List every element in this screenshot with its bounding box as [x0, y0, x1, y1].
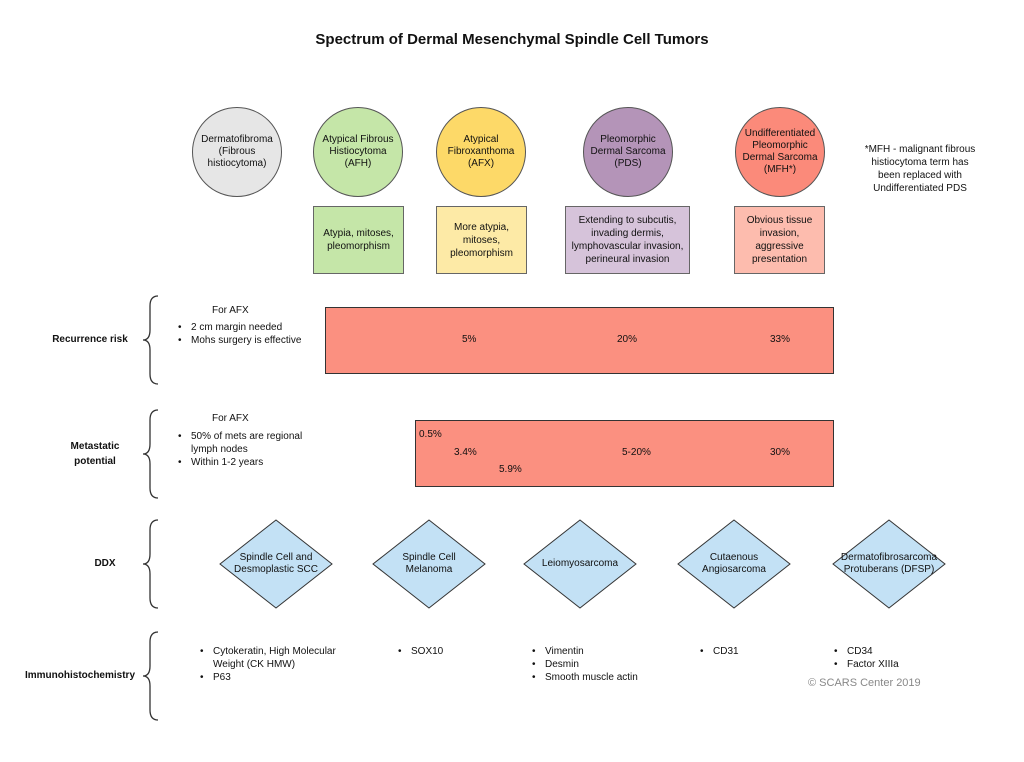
recurrence-value-afx: 5%	[462, 334, 477, 345]
tumor-name: Atypical Fibrous Histiocytoma (AFH)	[322, 133, 394, 170]
list-item: 50% of mets are regional lymph nodes	[178, 430, 303, 456]
tumor-name: Pleomorphic Dermal Sarcoma (PDS)	[590, 133, 666, 170]
copyright: © SCARS Center 2019	[808, 677, 921, 689]
tumor-name: Undifferentiated Pleomorphic Dermal Sarc…	[742, 127, 818, 176]
ihc-list-dfsp: CD34 Factor XIIIa	[834, 645, 944, 671]
brace-ddx	[142, 519, 159, 609]
recurrence-bar	[325, 307, 834, 374]
list-item: P63	[200, 671, 350, 684]
tumor-name: Atypical Fibroxanthoma (AFX)	[447, 133, 515, 170]
list-item: Smooth muscle actin	[532, 671, 652, 684]
ddx-label-melanoma: Spindle Cell Melanoma	[402, 551, 456, 576]
list-item: CD34	[834, 645, 944, 658]
metastatic-heading: For AFX	[212, 413, 249, 424]
ddx-label-dfsp: Dermatofibrosarcoma Protuberans (DFSP)	[840, 551, 938, 576]
feature-box-afx: More atypia, mitoses, pleomorphism	[436, 206, 527, 274]
list-item: 2 cm margin needed	[178, 321, 313, 334]
ihc-list-leiomyosarcoma: Vimentin Desmin Smooth muscle actin	[532, 645, 652, 684]
tumor-circle-afh: Atypical Fibrous Histiocytoma (AFH)	[313, 107, 403, 197]
list-item: Cytokeratin, High Molecular Weight (CK H…	[200, 645, 350, 671]
recurrence-bullets: 2 cm margin needed Mohs surgery is effec…	[178, 321, 313, 347]
recurrence-value-pds: 20%	[617, 334, 638, 345]
metastatic-value-3: 5.9%	[499, 464, 522, 475]
metastatic-value-1: 0.5%	[419, 429, 442, 440]
diagram-title: Spectrum of Dermal Mesenchymal Spindle C…	[315, 31, 709, 48]
metastatic-value-updss: 30%	[770, 447, 791, 458]
feature-box-afh: Atypia, mitoses, pleomorphism	[313, 206, 404, 274]
row-label-line: Metastatic	[70, 441, 120, 452]
brace-metastatic	[142, 409, 159, 499]
list-item: Vimentin	[532, 645, 652, 658]
ddx-label-angiosarcoma: Cutaenous Angiosarcoma	[702, 551, 766, 576]
mfh-footnote: *MFH - malignant fibrous histiocytoma te…	[864, 144, 976, 194]
ihc-list-scc: Cytokeratin, High Molecular Weight (CK H…	[200, 645, 350, 684]
row-label-recurrence: Recurrence risk	[52, 334, 128, 345]
tumor-circle-dermatofibroma: Dermatofibroma (Fibrous histiocytoma)	[192, 107, 282, 197]
ihc-list-melanoma: SOX10	[398, 645, 498, 658]
brace-ihc	[142, 631, 159, 721]
list-item: Desmin	[532, 658, 652, 671]
row-label-ddx: DDX	[94, 558, 116, 569]
list-item: Factor XIIIa	[834, 658, 944, 671]
feature-box-undifferentiated-pds: Obvious tissue invasion, aggressive pres…	[734, 206, 825, 274]
ddx-label-leiomyosarcoma: Leiomyosarcoma	[541, 557, 619, 569]
list-item: SOX10	[398, 645, 498, 658]
list-item: Mohs surgery is effective	[178, 334, 313, 347]
list-item: Within 1-2 years	[178, 456, 303, 469]
feature-text: Atypia, mitoses, pleomorphism	[323, 228, 394, 252]
list-item: CD31	[700, 645, 800, 658]
recurrence-value-updss: 33%	[770, 334, 791, 345]
metastatic-bullets: 50% of mets are regional lymph nodes Wit…	[178, 430, 303, 469]
feature-box-pds: Extending to subcutis, invading dermis, …	[565, 206, 690, 274]
tumor-circle-pds: Pleomorphic Dermal Sarcoma (PDS)	[583, 107, 673, 197]
recurrence-heading: For AFX	[212, 305, 249, 316]
ddx-label-scc: Spindle Cell and Desmoplastic SCC	[234, 551, 318, 576]
metastatic-value-pds: 5-20%	[622, 447, 651, 458]
row-label-ihc: Immunohistochemistry	[24, 670, 136, 681]
feature-text: Extending to subcutis, invading dermis, …	[571, 215, 684, 265]
metastatic-bar	[415, 420, 834, 487]
tumor-name: Dermatofibroma (Fibrous histiocytoma)	[201, 133, 273, 170]
brace-recurrence	[142, 295, 159, 385]
feature-text: Obvious tissue invasion, aggressive pres…	[746, 215, 813, 265]
metastatic-value-2: 3.4%	[454, 447, 477, 458]
tumor-circle-afx: Atypical Fibroxanthoma (AFX)	[436, 107, 526, 197]
feature-text: More atypia, mitoses, pleomorphism	[450, 221, 513, 259]
tumor-circle-undifferentiated-pds: Undifferentiated Pleomorphic Dermal Sarc…	[735, 107, 825, 197]
row-label-line: potential	[74, 455, 116, 467]
row-label-metastatic: Metastatic potential	[50, 440, 140, 469]
ihc-list-angiosarcoma: CD31	[700, 645, 800, 658]
